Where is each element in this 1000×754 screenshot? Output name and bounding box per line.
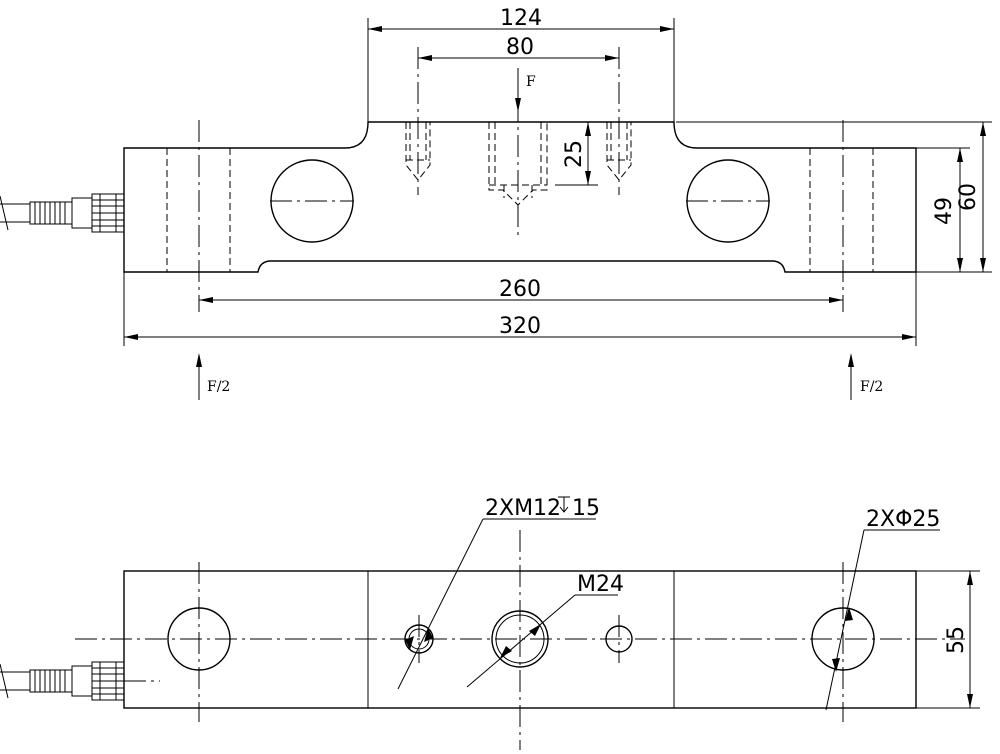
dim-55 xyxy=(916,570,980,709)
leader-m24 xyxy=(466,594,618,688)
dim-80-text: 80 xyxy=(506,35,534,60)
load-arrow xyxy=(515,68,521,112)
pin-callout: 2XΦ25 xyxy=(866,507,940,532)
right-reaction-arrow xyxy=(848,353,854,400)
top-cable-connector xyxy=(0,661,160,701)
load-label: F xyxy=(526,74,536,90)
dim-80 xyxy=(418,55,619,61)
m24-callout: M24 xyxy=(577,572,624,597)
m12-callout: 2XM12 xyxy=(485,496,561,521)
m12-depth-text: 15 xyxy=(572,496,600,521)
front-cable-connector xyxy=(0,193,125,233)
dim-124 xyxy=(367,18,675,122)
leader-pin xyxy=(825,529,940,711)
dim-55-text: 55 xyxy=(944,626,969,654)
front-view xyxy=(0,18,992,400)
dim-320-text: 320 xyxy=(499,314,541,339)
dim-25-text: 25 xyxy=(562,140,587,168)
left-reaction-label: F/2 xyxy=(207,379,230,395)
left-reaction-arrow xyxy=(196,353,202,400)
dim-49-60 xyxy=(676,121,992,273)
dim-320 xyxy=(123,272,917,346)
dim-124-text: 124 xyxy=(500,6,542,31)
depth-symbol-icon xyxy=(558,496,570,513)
dim-260-text: 260 xyxy=(499,277,541,302)
right-reaction-label: F/2 xyxy=(860,379,883,395)
dim-49-text: 49 xyxy=(932,197,957,225)
dim-25 xyxy=(555,122,598,186)
leader-m12 xyxy=(397,518,596,690)
dim-260 xyxy=(199,297,843,303)
top-view xyxy=(0,518,980,750)
dim-60-text: 60 xyxy=(956,183,981,211)
front-body-outline xyxy=(123,121,917,273)
